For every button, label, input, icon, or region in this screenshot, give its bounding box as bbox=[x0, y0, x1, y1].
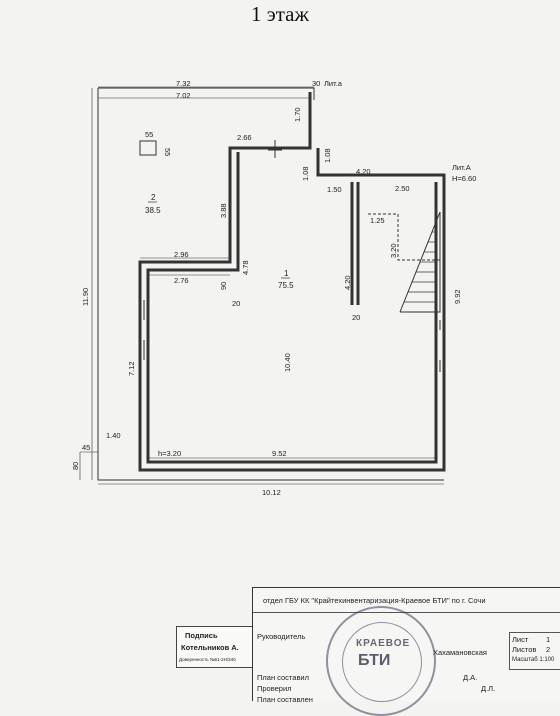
dim-4-20-a: 4.20 bbox=[356, 167, 371, 176]
dim-7-12: 7.12 bbox=[127, 361, 136, 376]
dim-9-92: 9.92 bbox=[453, 289, 462, 304]
dim-20-a: 20 bbox=[232, 299, 240, 308]
dim-10-40: 10.40 bbox=[283, 353, 292, 372]
stamp-line-1: КРАЕВОЕ bbox=[356, 638, 411, 649]
room-1-number: 1 bbox=[284, 269, 289, 278]
dim-55-b: 55 bbox=[163, 148, 172, 156]
title-block-person-1: Хахамановская bbox=[433, 648, 487, 657]
title-block-rukovoditel: Руководитель bbox=[257, 632, 306, 641]
dim-2-96: 2.96 bbox=[174, 250, 189, 259]
dim-3-88: 3.88 bbox=[219, 203, 228, 218]
room-2-area: 38.5 bbox=[145, 206, 161, 215]
title-block-person-3: Д.Л. bbox=[481, 684, 496, 693]
stamp-line-2: БТИ bbox=[358, 652, 391, 669]
dim-1-25: 1.25 bbox=[370, 216, 385, 225]
floor-plan-drawing: 7.32 7.02 30 Лит.а 1.70 55 55 2.66 1.08 … bbox=[71, 79, 476, 497]
dim-55-a: 55 bbox=[145, 130, 153, 139]
dim-2-76: 2.76 bbox=[174, 276, 189, 285]
dim-1-50: 1.50 bbox=[327, 185, 342, 194]
sheet-label: Лист bbox=[512, 635, 529, 644]
page-title: 1 этаж bbox=[250, 2, 310, 26]
signature-name: Котельников А. bbox=[181, 643, 239, 652]
sheet-value: 1 bbox=[546, 635, 551, 644]
title-block-proveril: Проверил bbox=[257, 684, 292, 693]
dim-30: 30 bbox=[312, 79, 320, 88]
title-block-sostavila: План составил bbox=[257, 673, 309, 682]
dim-80: 80 bbox=[71, 462, 80, 470]
dim-11-90: 11.90 bbox=[81, 288, 90, 306]
dim-10-12: 10.12 bbox=[262, 488, 281, 497]
dim-7-02: 7.02 bbox=[176, 91, 191, 100]
signature-title: Подпись bbox=[185, 631, 218, 640]
signature-box: Подпись Котельников А. Доверенность №61-… bbox=[176, 626, 260, 668]
dim-2-50: 2.50 bbox=[395, 184, 410, 193]
dim-4-78: 4.78 bbox=[241, 260, 250, 275]
dim-9-52: 9.52 bbox=[272, 449, 287, 458]
label-lit-a-right: Лит.А bbox=[452, 163, 471, 172]
scale-label: Масштаб 1:100 bbox=[512, 657, 555, 663]
dim-7-32: 7.32 bbox=[176, 79, 191, 88]
sheets-label: Листов bbox=[512, 645, 537, 654]
room-1-area: 75.5 bbox=[278, 281, 294, 290]
dim-45: 45 bbox=[82, 443, 90, 452]
floor-plan-sheet: 1 этаж bbox=[71, 2, 560, 716]
signature-power-of-attorney: Доверенность №61-2Н/340 bbox=[179, 657, 236, 662]
dim-2-66: 2.66 bbox=[237, 133, 252, 142]
label-height-room2: h=3.20 bbox=[158, 449, 181, 458]
title-block-org: отдел ГБУ КК "Крайтехинвентаризация-Крае… bbox=[263, 596, 486, 605]
sheets-value: 2 bbox=[546, 645, 551, 654]
title-block-person-2: Д.А. bbox=[463, 673, 478, 682]
dim-1-40: 1.40 bbox=[106, 431, 121, 440]
label-lit-a-top: Лит.а bbox=[324, 79, 343, 88]
label-height-main: H=6.60 bbox=[452, 174, 476, 183]
dim-3-20: 3.20 bbox=[389, 243, 398, 258]
dim-90: 90 bbox=[219, 282, 228, 290]
room-2-number: 2 bbox=[151, 193, 156, 202]
dim-20-b: 20 bbox=[352, 313, 360, 322]
dim-4-20-b: 4.20 bbox=[343, 275, 352, 290]
dim-1-70: 1.70 bbox=[293, 107, 302, 122]
dim-1-08-a: 1.08 bbox=[323, 148, 332, 163]
dim-1-08-b: 1.08 bbox=[301, 166, 310, 181]
sheet-info-box: Лист 1 Листов 2 Масштаб 1:100 bbox=[509, 632, 560, 670]
